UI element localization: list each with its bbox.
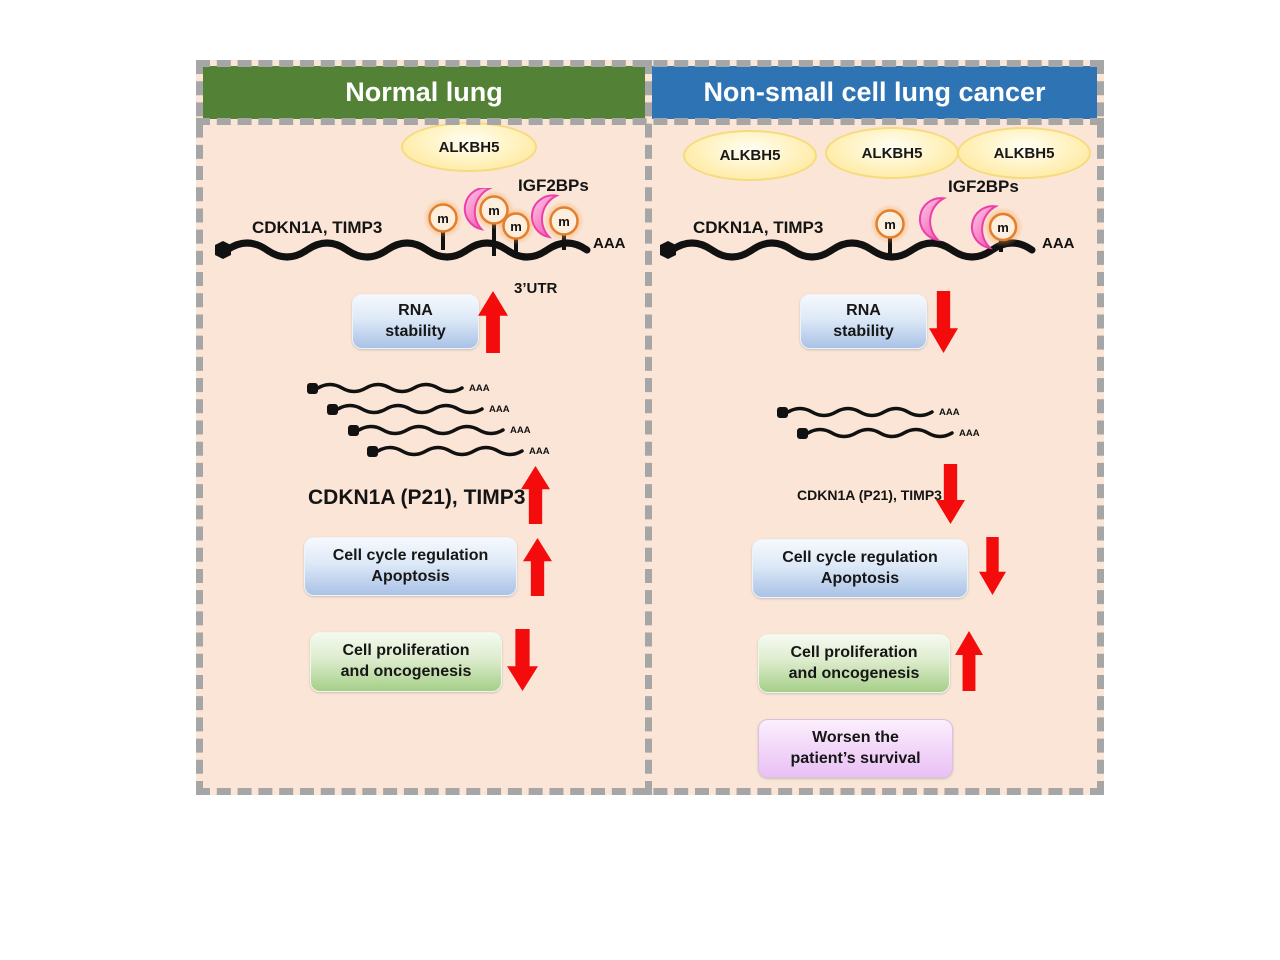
proliferation-line1: Cell proliferation bbox=[790, 643, 918, 661]
alkbh5-label: ALKBH5 bbox=[993, 144, 1055, 162]
down-arrow-icon bbox=[979, 537, 1006, 595]
mrna-strand-icon bbox=[223, 239, 591, 261]
five-prime-cap-icon bbox=[777, 407, 788, 418]
small-mrna-right: AAA bbox=[797, 427, 980, 439]
survival-box: Worsen the patient’s survival bbox=[758, 719, 953, 778]
cell-cycle-line1: Cell cycle regulation bbox=[332, 546, 489, 564]
m-label: m bbox=[558, 214, 570, 229]
polya-label: AAA bbox=[489, 404, 510, 415]
methyl-site-icon bbox=[428, 203, 458, 233]
alkbh5-label: ALKBH5 bbox=[861, 144, 923, 162]
five-prime-cap-icon bbox=[215, 241, 231, 259]
protein-label-right: CDKN1A (P21), TIMP3 bbox=[797, 487, 942, 503]
nsclc-title: Non-small cell lung cancer bbox=[703, 77, 1046, 107]
nsclc-header: Non-small cell lung cancer bbox=[652, 66, 1097, 119]
igf2bp-crescent-icon bbox=[530, 194, 560, 239]
five-prime-cap-icon bbox=[367, 446, 378, 457]
polya-label: AAA bbox=[529, 446, 550, 457]
polya-label: AAA bbox=[939, 407, 960, 418]
m-label: m bbox=[488, 203, 500, 218]
rna-stability-line1: RNA bbox=[398, 301, 433, 319]
down-arrow-icon bbox=[507, 629, 538, 691]
proliferation-line1: Cell proliferation bbox=[342, 642, 470, 660]
proliferation-box-right: Cell proliferation and oncogenesis bbox=[758, 634, 950, 693]
small-mrna-left: AAA bbox=[348, 424, 531, 436]
igf2bps-label-left: IGF2BPs bbox=[518, 176, 589, 195]
cell-cycle-box-right: Cell cycle regulation Apoptosis bbox=[752, 539, 968, 598]
m-label: m bbox=[884, 217, 896, 232]
alkbh5-label: ALKBH5 bbox=[719, 147, 781, 164]
cell-cycle-line2: Apoptosis bbox=[820, 569, 900, 587]
methyl-site-icon bbox=[875, 209, 905, 239]
alkbh5-enzyme-right: ALKBH5 bbox=[825, 127, 959, 179]
m-label: m bbox=[437, 211, 449, 226]
five-prime-cap-icon bbox=[797, 428, 808, 439]
polya-label: AAA bbox=[593, 235, 626, 252]
up-arrow-icon bbox=[955, 631, 983, 691]
diagram-panel-container: Normal lung Non-small cell lung cancer A… bbox=[196, 60, 1104, 795]
m-label: m bbox=[510, 219, 522, 234]
alkbh5-enzyme-right: ALKBH5 bbox=[957, 127, 1091, 179]
mrna-strand-icon bbox=[376, 445, 524, 457]
alkbh5-enzyme-left: ALKBH5 bbox=[401, 122, 537, 172]
cell-cycle-line1: Cell cycle regulation bbox=[782, 548, 938, 566]
rna-stability-box-right: RNA stability bbox=[800, 294, 927, 349]
m-label: m bbox=[997, 220, 1009, 235]
polya-label: AAA bbox=[1042, 235, 1075, 252]
header-underline-dashes bbox=[196, 118, 1104, 125]
small-mrna-left: AAA bbox=[327, 403, 510, 415]
methyl-site-icon bbox=[988, 212, 1018, 242]
small-mrna-right: AAA bbox=[777, 406, 960, 418]
alkbh5-label: ALKBH5 bbox=[438, 138, 500, 156]
survival-line2: patient’s survival bbox=[790, 749, 921, 767]
methyl-site-icon bbox=[479, 195, 509, 225]
mrna-diagram-left: m m m m AAA bbox=[215, 188, 626, 261]
survival-line1: Worsen the bbox=[812, 728, 899, 746]
igf2bps-label-right: IGF2BPs bbox=[948, 177, 1019, 196]
five-prime-cap-icon bbox=[327, 404, 338, 415]
proliferation-line2: and oncogenesis bbox=[788, 664, 920, 682]
rna-stability-box-left: RNA stability bbox=[352, 294, 479, 349]
proliferation-box-left: Cell proliferation and oncogenesis bbox=[310, 632, 502, 692]
cell-cycle-box-left: Cell cycle regulation Apoptosis bbox=[304, 537, 517, 596]
methyl-site-icon bbox=[549, 206, 579, 236]
utr-label-left: 3’UTR bbox=[514, 280, 558, 297]
polya-label: AAA bbox=[959, 428, 980, 439]
alkbh5-enzyme-right: ALKBH5 bbox=[683, 130, 817, 181]
five-prime-cap-icon bbox=[660, 241, 676, 259]
up-arrow-icon bbox=[523, 538, 552, 596]
polya-label: AAA bbox=[510, 425, 531, 436]
normal-lung-header: Normal lung bbox=[203, 66, 645, 119]
gene-label-right: CDKN1A, TIMP3 bbox=[693, 218, 824, 237]
mrna-strand-icon bbox=[786, 406, 934, 418]
five-prime-cap-icon bbox=[348, 425, 359, 436]
mrna-strand-icon bbox=[668, 239, 1036, 261]
cell-cycle-line2: Apoptosis bbox=[371, 567, 450, 585]
mrna-strand-icon bbox=[806, 427, 954, 439]
polya-label: AAA bbox=[469, 383, 490, 394]
mrna-strand-icon bbox=[316, 382, 464, 394]
rna-stability-line1: RNA bbox=[846, 301, 881, 319]
proliferation-line2: and oncogenesis bbox=[340, 663, 472, 680]
igf2bp-crescent-icon bbox=[970, 205, 1000, 250]
igf2bp-crescent-icon bbox=[918, 197, 948, 242]
rna-stability-line2: stability bbox=[385, 322, 446, 340]
rna-stability-line2: stability bbox=[833, 322, 894, 340]
mrna-strand-icon bbox=[336, 403, 484, 415]
five-prime-cap-icon bbox=[307, 383, 318, 394]
mrna-strand-icon bbox=[357, 424, 505, 436]
small-mrna-left: AAA bbox=[367, 445, 550, 457]
panel-divider-dashes bbox=[645, 60, 652, 795]
methyl-site-icon bbox=[502, 212, 530, 240]
gene-label-left: CDKN1A, TIMP3 bbox=[252, 218, 383, 237]
small-mrna-left: AAA bbox=[307, 382, 490, 394]
protein-label-left: CDKN1A (P21), TIMP3 bbox=[308, 486, 526, 509]
normal-lung-title: Normal lung bbox=[345, 77, 503, 107]
mrna-diagram-right: m m AAA bbox=[660, 197, 1075, 261]
